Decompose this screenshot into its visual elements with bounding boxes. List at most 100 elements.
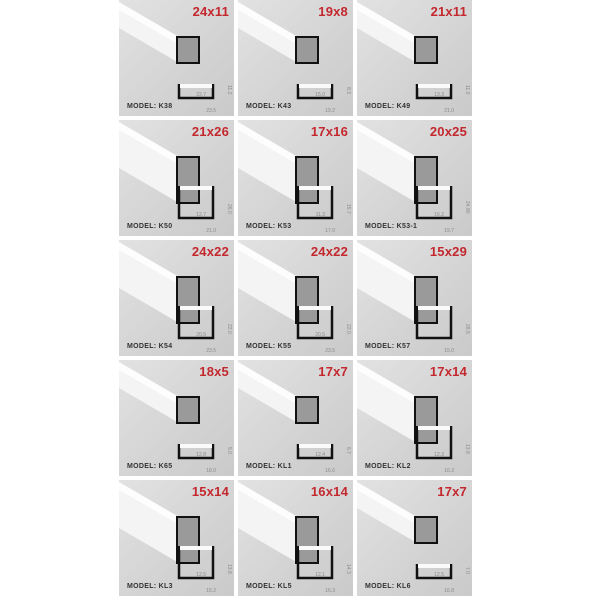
dimension-height: 15.7 (345, 204, 351, 214)
cross-section-diffuser (180, 546, 212, 550)
size-label: 19x8 (318, 4, 348, 19)
cross-section-drawing (296, 306, 334, 340)
dimension-height: 22.0 (226, 324, 232, 334)
profile-illustration (357, 362, 453, 460)
model-label: MODEL: KL3 (127, 583, 173, 590)
profile-end (295, 396, 319, 424)
cross-section-diffuser (299, 546, 331, 550)
size-label: 15x29 (429, 244, 467, 259)
profile-end (414, 276, 438, 324)
size-label: 24x11 (192, 4, 229, 19)
profile-body (238, 370, 298, 423)
cross-section-drawing (296, 186, 334, 220)
profile-illustration (238, 482, 334, 580)
profile-body (119, 370, 179, 423)
profile-end (176, 156, 200, 204)
dimension-height: 22.0 (345, 324, 351, 334)
profile-cover (119, 242, 179, 285)
cross-section-diffuser (418, 306, 450, 310)
size-label: 17x7 (437, 484, 467, 499)
profile-cover (238, 482, 298, 525)
cross-section-diffuser (418, 186, 450, 190)
cross-section-diffuser (299, 186, 331, 190)
profile-cover (357, 2, 417, 45)
profile-cover (357, 242, 417, 285)
dimension-inner: 20.5 (196, 332, 206, 338)
cross-section-drawing (415, 426, 453, 460)
model-label: MODEL: KL1 (246, 463, 292, 470)
cross-section-diffuser (299, 306, 331, 310)
dimension-width: 21.0 (206, 228, 216, 234)
dimension-inner: 15.0 (315, 92, 325, 98)
profile-body (119, 490, 179, 563)
profile-end (176, 396, 200, 424)
profile-end (176, 516, 200, 564)
dimension-inner: 12.4 (315, 452, 325, 458)
profile-illustration (238, 362, 334, 460)
model-label: MODEL: K49 (365, 103, 411, 110)
profile-body (357, 250, 417, 323)
cross-section-drawing (177, 84, 215, 100)
profile-cover (119, 362, 179, 405)
cross-section-drawing (415, 306, 453, 340)
profile-cover (238, 2, 298, 45)
profile-body (119, 130, 179, 203)
dimension-inner: 12.3 (434, 452, 444, 458)
cross-section-drawing (177, 546, 215, 580)
dimension-inner: 20.5 (315, 332, 325, 338)
profile-cover (238, 242, 298, 285)
profile-illustration (357, 2, 453, 100)
dimension-height: 11.0 (464, 84, 470, 94)
profile-cover (119, 482, 179, 525)
dimension-height: 24.80 (464, 201, 470, 214)
cross-section-diffuser (180, 444, 212, 448)
dimension-width: 18.0 (206, 468, 216, 474)
model-label: MODEL: K43 (246, 103, 292, 110)
dimension-width: 15.0 (444, 348, 454, 354)
size-label: 17x7 (318, 364, 348, 379)
cross-section-drawing (415, 564, 453, 580)
model-label: MODEL: K53-1 (365, 223, 418, 230)
dimension-inner: 12.1 (315, 572, 325, 578)
cross-section-drawing (177, 444, 215, 460)
profile-cover (119, 122, 179, 165)
size-label: 15x14 (191, 484, 229, 499)
cross-section-drawing (296, 444, 334, 460)
size-label: 17x16 (310, 124, 348, 139)
dimension-width: 19.2 (325, 108, 335, 114)
dimension-width: 23.5 (325, 348, 335, 354)
profile-body (238, 130, 298, 203)
dimension-width: 16.6 (325, 468, 335, 474)
profile-illustration (238, 122, 334, 220)
profile-end (295, 276, 319, 324)
cross-section-diffuser (418, 564, 450, 568)
cross-section-drawing (296, 546, 334, 580)
cross-section-diffuser (299, 84, 331, 88)
profile-end (414, 156, 438, 204)
profile-end (295, 36, 319, 64)
dimension-width: 16.3 (325, 588, 335, 594)
dimension-width: 23.5 (206, 348, 216, 354)
profile-illustration (119, 242, 215, 340)
size-label: 17x14 (429, 364, 467, 379)
profile-end (414, 36, 438, 64)
dimension-height: 5.0 (226, 447, 232, 454)
model-label: MODEL: KL2 (365, 463, 411, 470)
size-label: 18x5 (199, 364, 229, 379)
model-label: MODEL: K50 (127, 223, 173, 230)
